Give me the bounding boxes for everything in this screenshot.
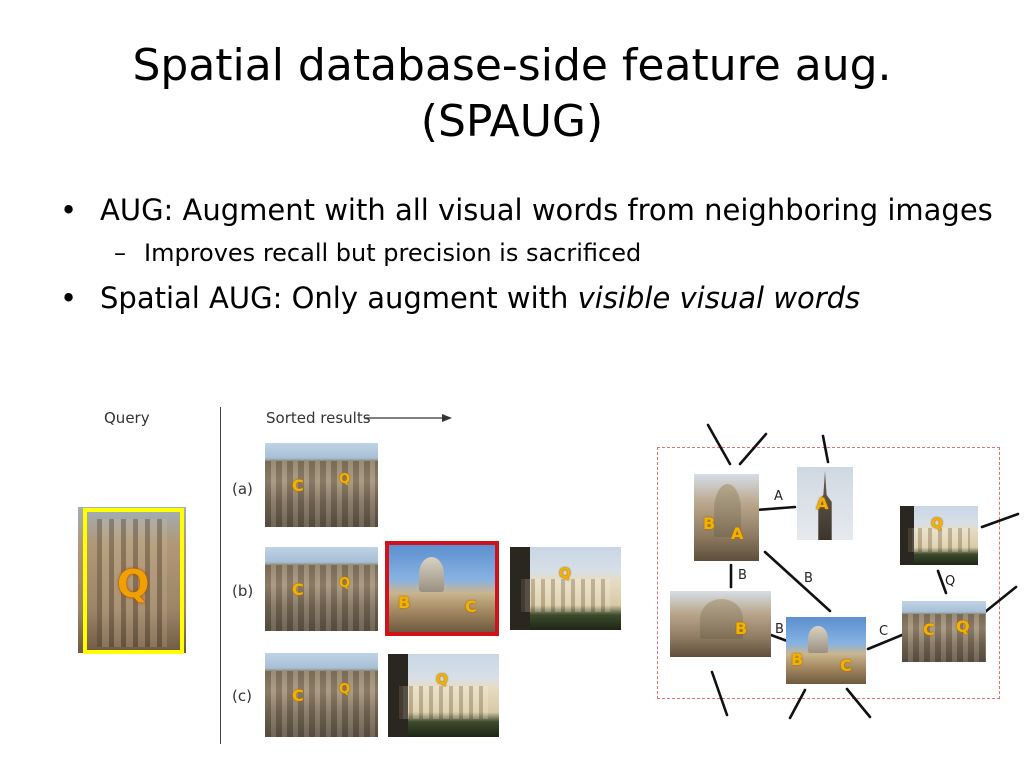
overlay-tag: C (292, 476, 304, 495)
bullet-spatial-aug-text: Spatial AUG: Only augment with (100, 281, 578, 315)
overlay-tag: A (731, 524, 744, 543)
arrow-right-icon (364, 414, 452, 422)
overlay-tag: C (465, 597, 477, 616)
overlay-tag: C (292, 580, 304, 599)
row-label-c: (c) (232, 687, 252, 705)
result-image-b1 (265, 547, 378, 631)
row-label-a: (a) (232, 480, 253, 498)
overlay-tag: Q (339, 576, 351, 591)
edge-label: B (738, 568, 747, 583)
graph-image-radcliffe (694, 474, 759, 561)
slide-title: Spatial database-side feature aug. (SPAU… (0, 38, 1024, 150)
overlay-tag: Q (339, 472, 351, 487)
query-box (83, 508, 184, 654)
edge-label: B (775, 622, 784, 637)
overlay-tag: Q (956, 617, 970, 636)
row-label-b: (b) (232, 582, 254, 600)
overlay-tag: Q (559, 566, 571, 582)
result-image-c1 (265, 653, 378, 737)
result-image-c2 (388, 654, 499, 737)
bullet-aug: AUG: Augment with all visual words from … (56, 190, 996, 230)
overlay-tag: A (816, 494, 829, 513)
sorted-results-label: Sorted results (266, 409, 371, 427)
separator-line (220, 407, 221, 744)
bullet-spatial-aug: Spatial AUG: Only augment with visible v… (56, 278, 996, 318)
edge-label: A (774, 489, 783, 504)
graph-image-camera (670, 591, 771, 657)
overlay-tag: C (923, 620, 935, 639)
overlay-tag: C (840, 656, 852, 675)
result-image-a1 (265, 443, 378, 527)
graph-image-spire (797, 467, 853, 540)
title-line-2: (SPAUG) (420, 96, 604, 147)
dashed-region (657, 447, 1000, 699)
edge-label: Q (945, 574, 956, 589)
edge-label: C (879, 624, 889, 639)
sub-bullet-recall: Improves recall but precision is sacrifi… (56, 236, 996, 270)
bullet-list: AUG: Augment with all visual words from … (56, 190, 996, 324)
overlay-tag: B (398, 593, 411, 612)
result-image-b3 (510, 547, 621, 630)
graph-image-dome (786, 617, 866, 684)
bullet-emphasis: visible visual words (577, 281, 861, 315)
overlay-tag: B (791, 650, 804, 669)
query-label: Query (104, 409, 150, 427)
edge-label: B (804, 571, 813, 586)
overlay-tag: B (703, 514, 716, 533)
title-line-1: Spatial database-side feature aug. (132, 40, 892, 91)
query-overlay: Q (117, 562, 150, 606)
graph-image-college (900, 506, 978, 565)
overlay-tag: C (292, 686, 304, 705)
graph-image-aerial (902, 601, 986, 662)
result-image-b2 (389, 545, 495, 632)
query-image (78, 507, 186, 653)
overlay-tag: Q (931, 516, 943, 532)
overlay-tag: Q (339, 682, 351, 697)
overlay-tag: Q (436, 672, 448, 688)
selected-result-box (385, 541, 499, 636)
overlay-tag: B (735, 619, 748, 638)
